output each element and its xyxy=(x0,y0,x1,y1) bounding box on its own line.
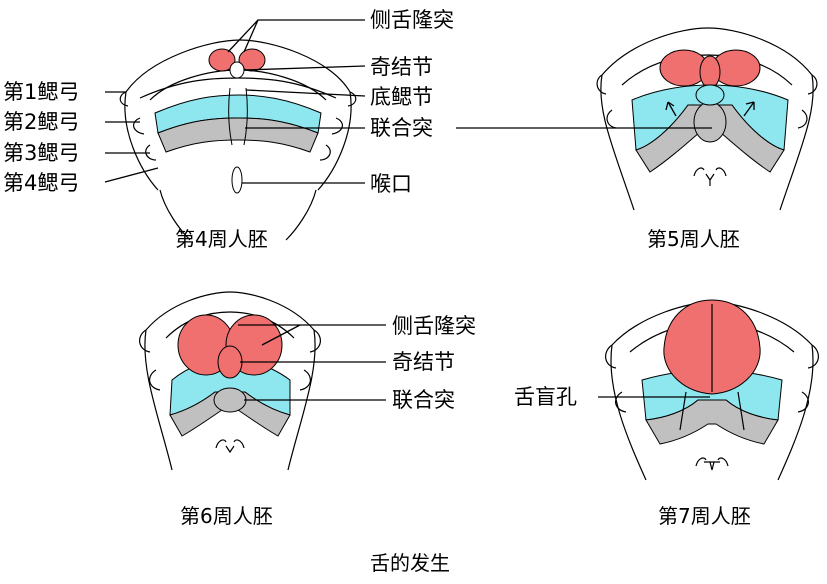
week5-tuberculum-impar xyxy=(700,56,720,88)
week5-side-right xyxy=(798,75,817,128)
week6-side-right xyxy=(300,330,320,390)
week6-caption: 第6周人胚 xyxy=(180,504,273,528)
week5-caption: 第5周人胚 xyxy=(647,227,740,251)
week4-label-arch2: 第2鳃弓 xyxy=(3,110,79,134)
week7-caption: 第7周人胚 xyxy=(658,504,751,528)
week6-copula xyxy=(214,388,246,412)
week6-laryngeal-orifice xyxy=(216,440,244,452)
week4-label-arch1: 第1鳃弓 xyxy=(3,80,79,104)
week4-label-tuberculum-impar: 奇结节 xyxy=(370,55,433,79)
week4-ptr-lateral xyxy=(228,20,365,52)
figure-title: 舌的发生 xyxy=(370,551,450,575)
week6-label-copula: 联合突 xyxy=(392,388,455,412)
week4-label-arch4: 第4鳃弓 xyxy=(3,171,79,195)
week6-label-tuberculum-impar: 奇结节 xyxy=(392,350,455,374)
week7-side-right xyxy=(798,345,818,412)
week5-copula xyxy=(694,102,726,142)
week7-laryngeal-orifice xyxy=(696,458,728,470)
week7-label-foramen-caecum: 舌盲孔 xyxy=(514,385,577,409)
week7-side-left xyxy=(606,345,626,412)
week4-label-copula: 联合突 xyxy=(370,116,433,140)
panel-week7: 舌盲孔 第7周人胚 xyxy=(514,300,818,528)
week4-ptr-basal xyxy=(246,90,365,96)
panel-week4: 侧舌隆突 奇结节 底鳃节 联合突 喉口 第1鳃弓 第2鳃弓 第3鳃弓 第4鳃弓 … xyxy=(3,8,454,251)
week5-copula-top xyxy=(696,85,724,105)
week6-tuberculum-impar xyxy=(218,346,242,378)
week4-label-copula-basal: 底鳃节 xyxy=(370,85,433,109)
week5-side-left xyxy=(597,75,616,128)
week5-laryngeal-orifice xyxy=(694,168,726,186)
week4-side-bumps-left xyxy=(120,92,156,160)
week4-label-arch3: 第3鳃弓 xyxy=(3,141,79,165)
week4-side-bumps-right xyxy=(320,92,356,160)
panel-week5: 第5周人胚 xyxy=(456,28,817,251)
week4-caption: 第4周人胚 xyxy=(175,227,268,251)
week6-label-lateral-lingual-swelling: 侧舌隆突 xyxy=(392,314,476,338)
week4-label-laryngeal-orifice: 喉口 xyxy=(370,172,412,196)
week6-side-left xyxy=(140,330,160,390)
week4-tuberculum-impar xyxy=(230,62,244,78)
week4-laryngeal-orifice xyxy=(232,167,242,193)
week4-label-lateral-lingual-swelling: 侧舌隆突 xyxy=(370,8,454,32)
panel-week6: 侧舌隆突 奇结节 联合突 第6周人胚 xyxy=(140,292,476,528)
